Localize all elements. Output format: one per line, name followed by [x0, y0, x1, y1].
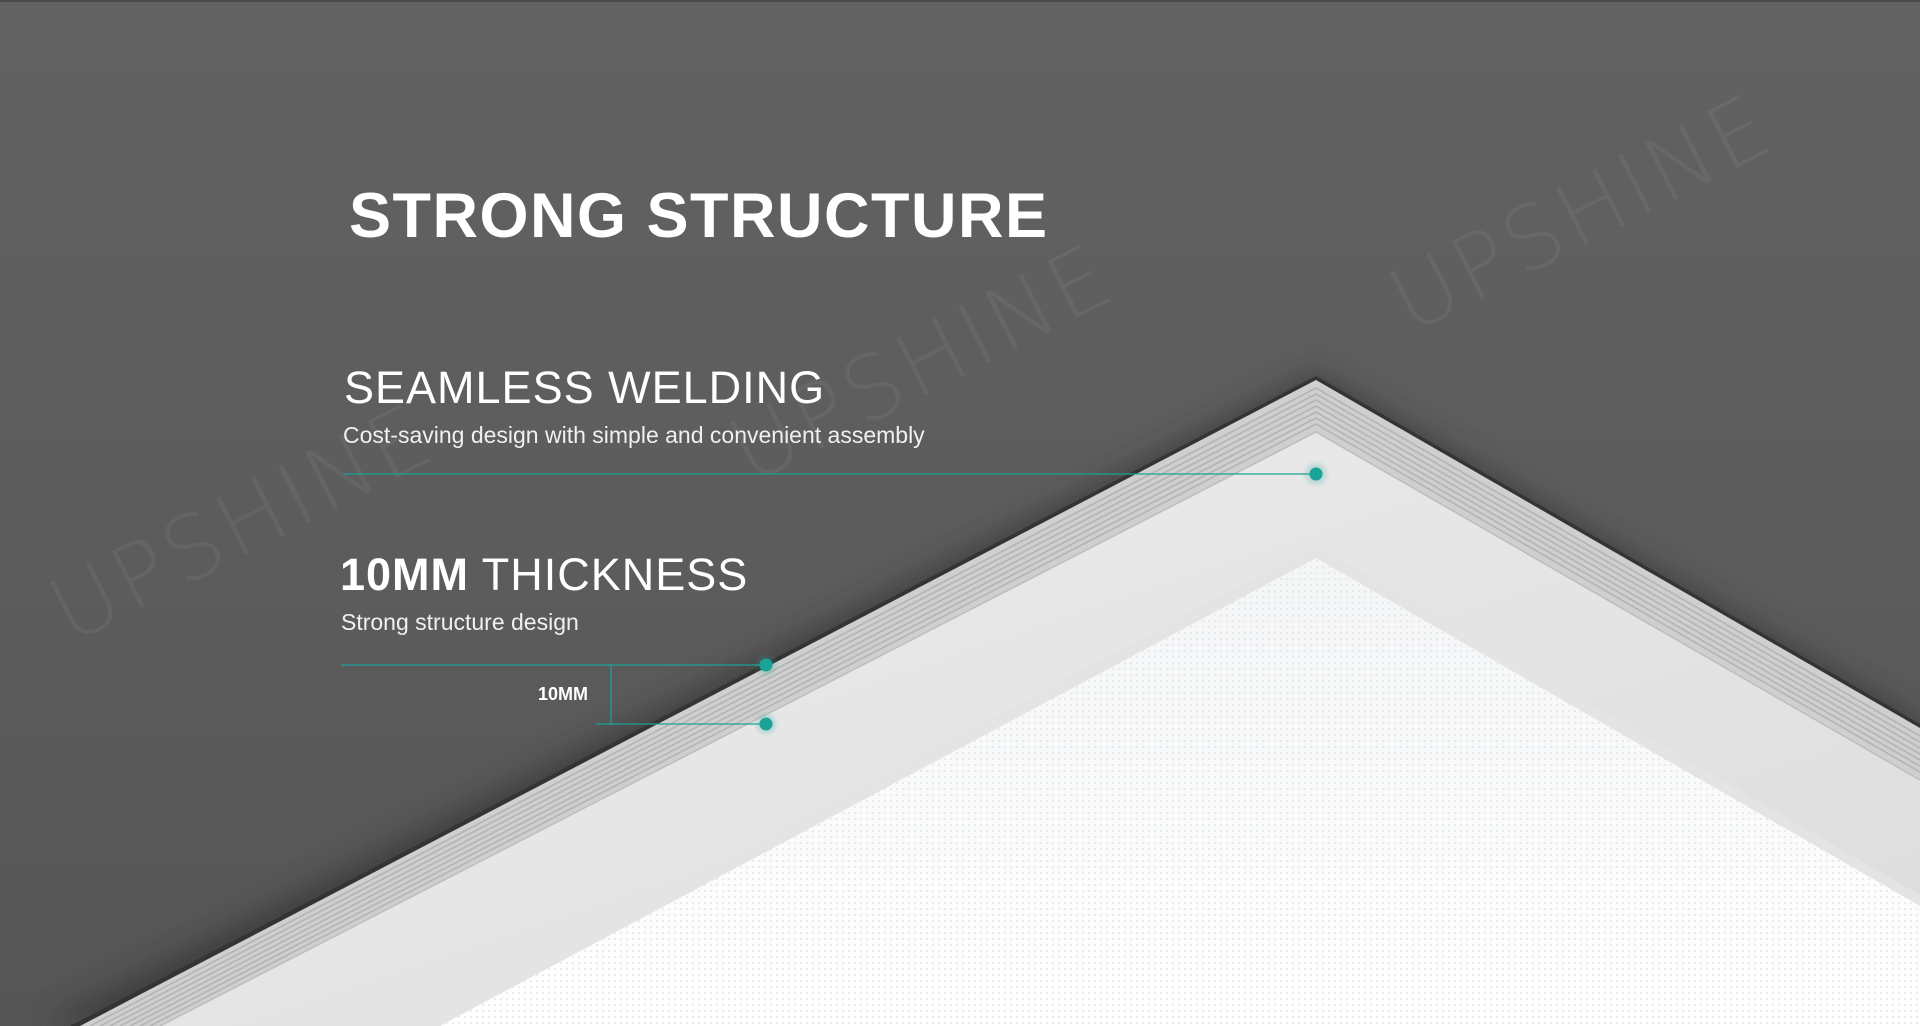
- top-divider: [0, 0, 1920, 2]
- thickness-heading-rest: THICKNESS: [469, 549, 749, 600]
- feature-description-welding: Cost-saving design with simple and conve…: [343, 422, 925, 448]
- page-title: STRONG STRUCTURE: [349, 181, 1049, 251]
- frame-ridges: [89, 387, 1920, 1026]
- dimension-label: 10MM: [538, 684, 589, 704]
- thickness-top-marker: [759, 658, 773, 672]
- thickness-heading-bold: 10MM: [340, 549, 470, 600]
- feature-heading-thickness: 10MM THICKNESS: [340, 549, 748, 601]
- feature-description-thickness: Strong structure design: [341, 609, 579, 635]
- feature-heading-welding: SEAMLESS WELDING: [344, 362, 826, 413]
- welding-marker-dot: [1309, 467, 1323, 481]
- thickness-bottom-marker: [759, 717, 773, 731]
